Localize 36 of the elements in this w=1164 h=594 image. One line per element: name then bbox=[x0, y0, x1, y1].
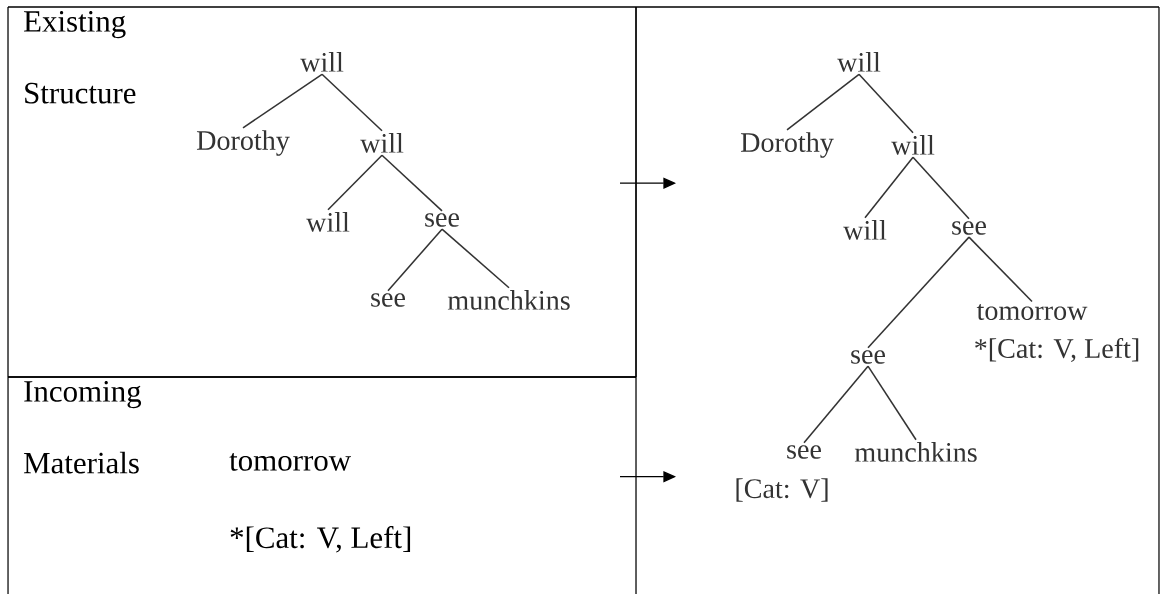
tree-word: will bbox=[306, 212, 350, 232]
tree-branch bbox=[858, 73, 914, 134]
tree-word: will bbox=[843, 220, 887, 240]
tree-word: munchkins bbox=[447, 290, 570, 310]
tree-word: see bbox=[952, 221, 986, 235]
tree-branch bbox=[242, 73, 323, 129]
tree-word: see bbox=[851, 350, 885, 364]
arrow bbox=[619, 470, 676, 483]
tree-branch bbox=[321, 73, 383, 132]
tree-branch bbox=[441, 228, 510, 289]
arrow bbox=[619, 177, 676, 189]
tree-word: tomorrow bbox=[976, 303, 1088, 321]
tree-word: will bbox=[360, 133, 404, 153]
tree-word: munchkins bbox=[854, 442, 977, 462]
tree-word: Dorothy bbox=[740, 132, 834, 158]
tree-word: Dorothy bbox=[196, 130, 290, 156]
tree-word: will bbox=[300, 52, 344, 72]
tree-word: see bbox=[787, 445, 821, 459]
tree-branch bbox=[786, 73, 860, 131]
tree-branch bbox=[387, 228, 443, 292]
table-cell: Incoming Materials tomorrow *[Cat: V, Left] bbox=[7, 376, 637, 594]
tree-branch bbox=[864, 156, 914, 219]
tree-branch bbox=[803, 365, 869, 444]
tree-word: will bbox=[891, 135, 935, 155]
feature-label: *[Cat: V, Left] bbox=[975, 337, 1139, 363]
tree-branch bbox=[381, 154, 443, 212]
tree-word: will bbox=[837, 52, 881, 72]
tree-branch bbox=[867, 236, 970, 349]
feature-label: [Cat: V] bbox=[736, 478, 828, 502]
table-cell bbox=[635, 6, 1160, 594]
tree-word: see bbox=[371, 293, 405, 307]
tree-word: see bbox=[425, 213, 459, 227]
tree-branch bbox=[968, 236, 1033, 303]
tree-branch bbox=[867, 365, 917, 441]
tree-branch bbox=[327, 154, 383, 211]
tree-branch bbox=[912, 156, 970, 220]
